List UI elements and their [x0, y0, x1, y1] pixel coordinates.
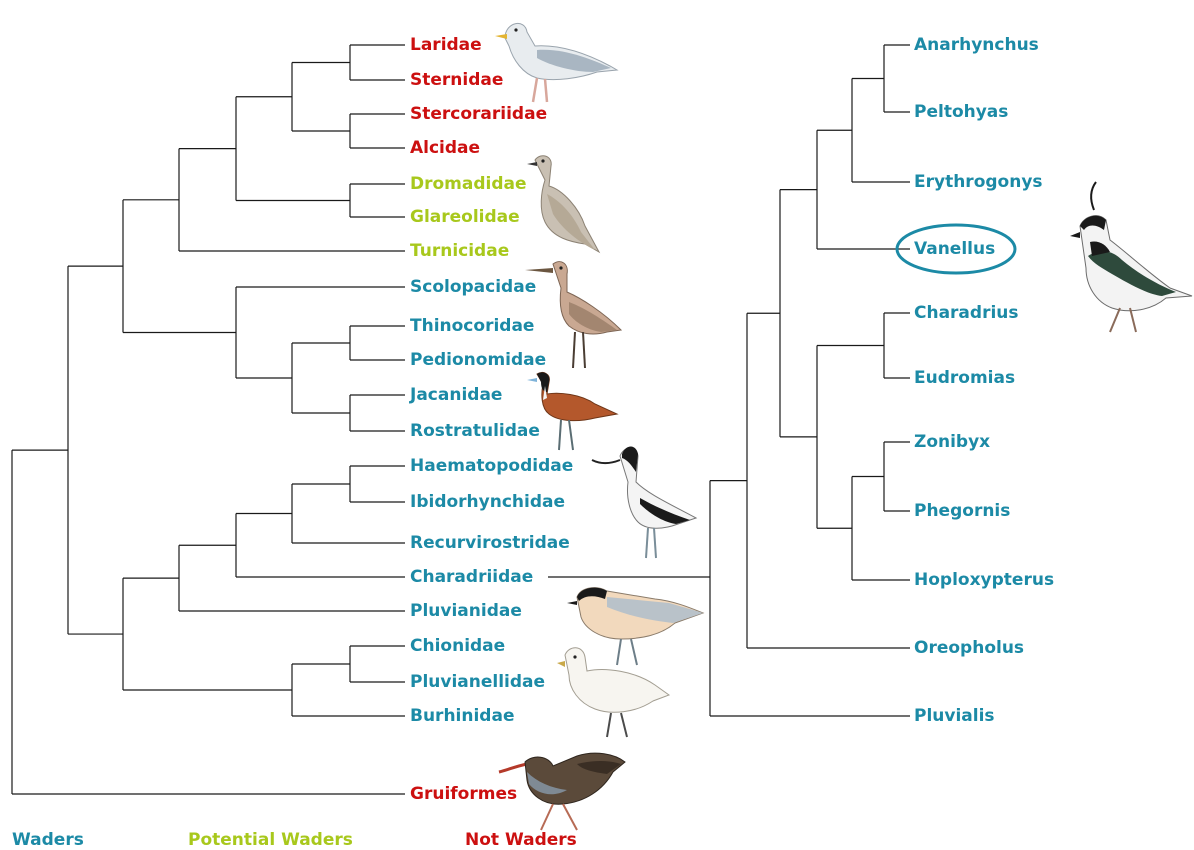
taxon-label-pluvianellidae: Pluvianellidae: [410, 672, 545, 692]
taxon-label-burhinidae: Burhinidae: [410, 706, 514, 726]
taxon-label-hoploxypterus: Hoploxypterus: [914, 570, 1054, 590]
taxon-label-zonibyx: Zonibyx: [914, 432, 990, 452]
taxon-label-thinocoridae: Thinocoridae: [410, 316, 534, 336]
taxon-label-anarhynchus: Anarhynchus: [914, 35, 1039, 55]
taxon-label-oreopholus: Oreopholus: [914, 638, 1024, 658]
taxon-label-peltohyas: Peltohyas: [914, 102, 1008, 122]
taxon-labels: LaridaeSternidaeStercorariidaeAlcidaeDro…: [409, 35, 1054, 804]
taxon-label-scolopacidae: Scolopacidae: [410, 277, 536, 297]
taxon-label-charadriidae: Charadriidae: [410, 567, 533, 587]
taxon-label-eudromias: Eudromias: [914, 368, 1015, 388]
taxon-label-rostratulidae: Rostratulidae: [410, 421, 540, 441]
taxon-label-glareolidae: Glareolidae: [410, 207, 520, 227]
gull-illustration: [485, 8, 620, 106]
legend-item-potential-waders: Potential Waders: [188, 830, 353, 850]
legend-item-waders: Waders: [12, 830, 84, 850]
taxon-label-phegornis: Phegornis: [914, 501, 1010, 521]
taxon-label-recurvirostridae: Recurvirostridae: [410, 533, 570, 553]
taxon-label-chionidae: Chionidae: [410, 636, 505, 656]
taxon-label-alcidae: Alcidae: [410, 138, 480, 158]
taxon-label-jacanidae: Jacanidae: [409, 385, 502, 405]
taxon-label-turnicidae: Turnicidae: [410, 241, 509, 261]
taxon-label-laridae: Laridae: [410, 35, 482, 55]
taxon-label-pluvianidae: Pluvianidae: [410, 601, 522, 621]
sheathbill-illustration: [555, 645, 673, 741]
jacana-illustration: [525, 370, 623, 452]
avocet-illustration: [590, 442, 702, 560]
taxon-label-dromadidae: Dromadidae: [410, 174, 527, 194]
courser-illustration: [523, 152, 603, 258]
taxon-label-stercorariidae: Stercorariidae: [410, 104, 547, 124]
taxon-label-ibidorhynchidae: Ibidorhynchidae: [410, 492, 565, 512]
rail-illustration: [497, 742, 629, 834]
taxon-label-vanellus: Vanellus: [914, 239, 995, 259]
lapwing-illustration: [1066, 178, 1194, 334]
taxon-label-charadrius: Charadrius: [914, 303, 1019, 323]
taxon-label-pluvialis: Pluvialis: [914, 706, 995, 726]
taxon-label-erythrogonys: Erythrogonys: [914, 172, 1043, 192]
taxon-label-haematopodidae: Haematopodidae: [410, 456, 573, 476]
godwit-illustration: [523, 258, 625, 370]
